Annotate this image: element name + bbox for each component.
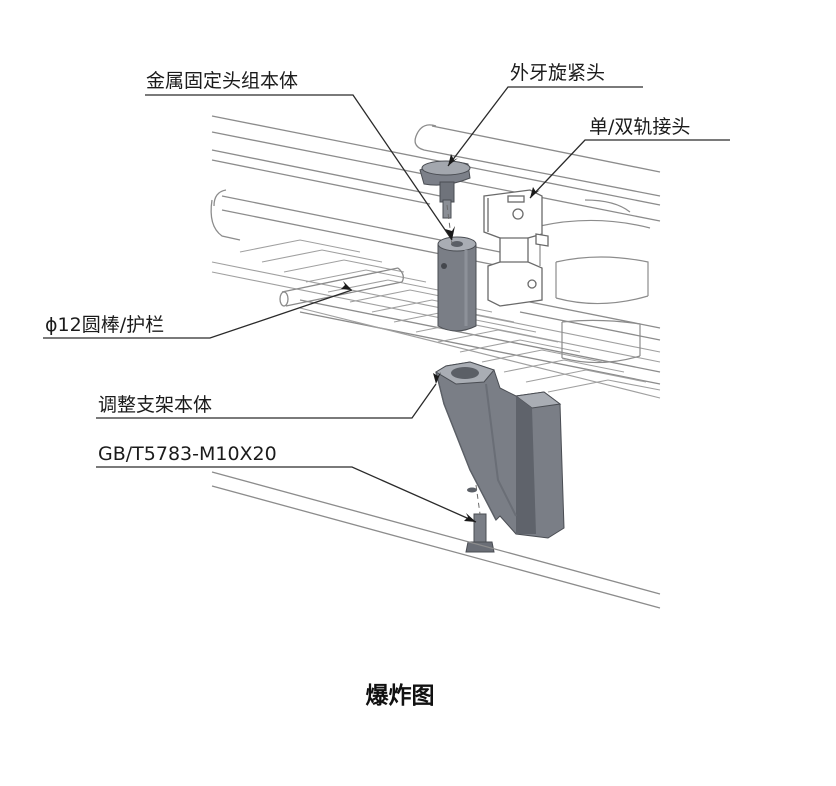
diagram-caption: 爆炸图 bbox=[365, 683, 435, 709]
label-rod-guardrail: ϕ12圆棒/护栏 bbox=[45, 314, 165, 336]
rail-connector-part bbox=[483, 189, 549, 307]
conveyor-slats bbox=[211, 239, 661, 399]
label-adjust-bracket: 调整支架本体 bbox=[98, 394, 213, 416]
thread-knob-part bbox=[419, 160, 471, 219]
label-thread-knob: 外牙旋紧头 bbox=[510, 62, 606, 84]
bolt-part bbox=[465, 513, 495, 553]
leader-lines bbox=[43, 86, 730, 523]
base-rail bbox=[211, 471, 661, 609]
assembly-axis bbox=[446, 204, 481, 515]
metal-head-part bbox=[437, 236, 477, 332]
rail-housing bbox=[539, 199, 651, 364]
label-metal-head: 金属固定头组本体 bbox=[146, 70, 299, 92]
adjust-bracket-part bbox=[435, 361, 565, 539]
leader-arrowheads bbox=[341, 154, 540, 522]
label-rail-connector: 单/双轨接头 bbox=[589, 116, 691, 138]
label-bolt-standard: GB/T5783-M10X20 bbox=[98, 443, 277, 465]
round-rod bbox=[279, 267, 404, 307]
conveyor-frame bbox=[210, 115, 661, 385]
